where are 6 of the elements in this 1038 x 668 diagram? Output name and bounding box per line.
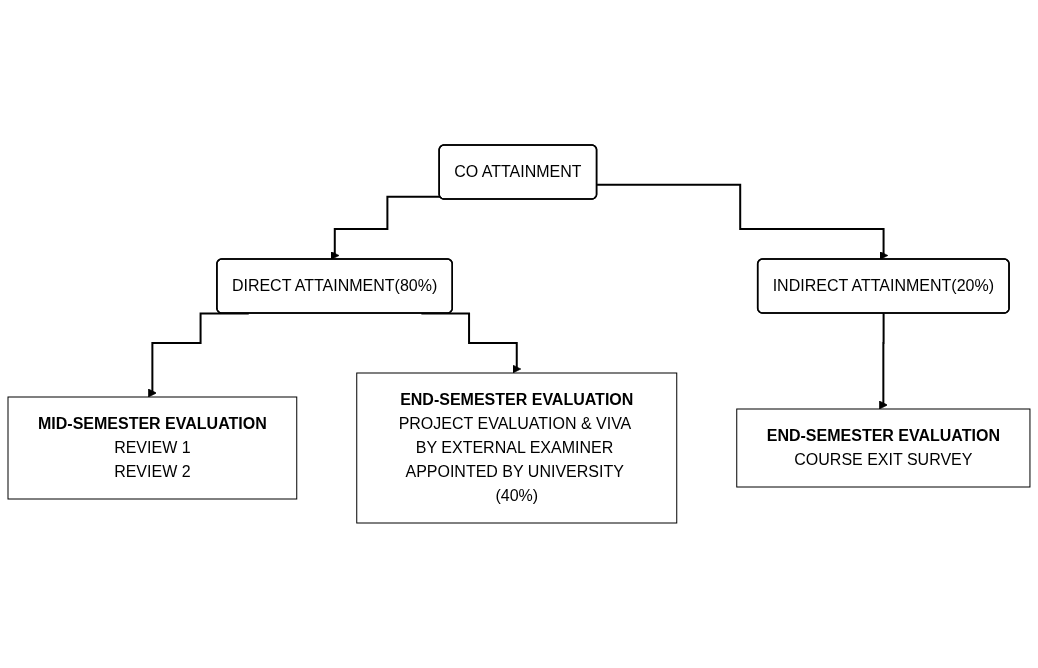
arrow	[878, 312, 888, 410]
node-box: END-SEMESTER EVALUATION PROJECT EVALUATION & VIVA BY EXTERNAL EXAMINER APPOINTED BY UNIVERSITY (40%)	[356, 372, 678, 524]
node-box: MID-SEMESTER EVALUATION REVIEW 1 REVIEW 2	[7, 396, 298, 500]
node-box: END-SEMESTER EVALUATION COURSE EXIT SURVEY	[736, 408, 1031, 488]
arrow	[596, 183, 889, 260]
arrow	[330, 195, 442, 260]
